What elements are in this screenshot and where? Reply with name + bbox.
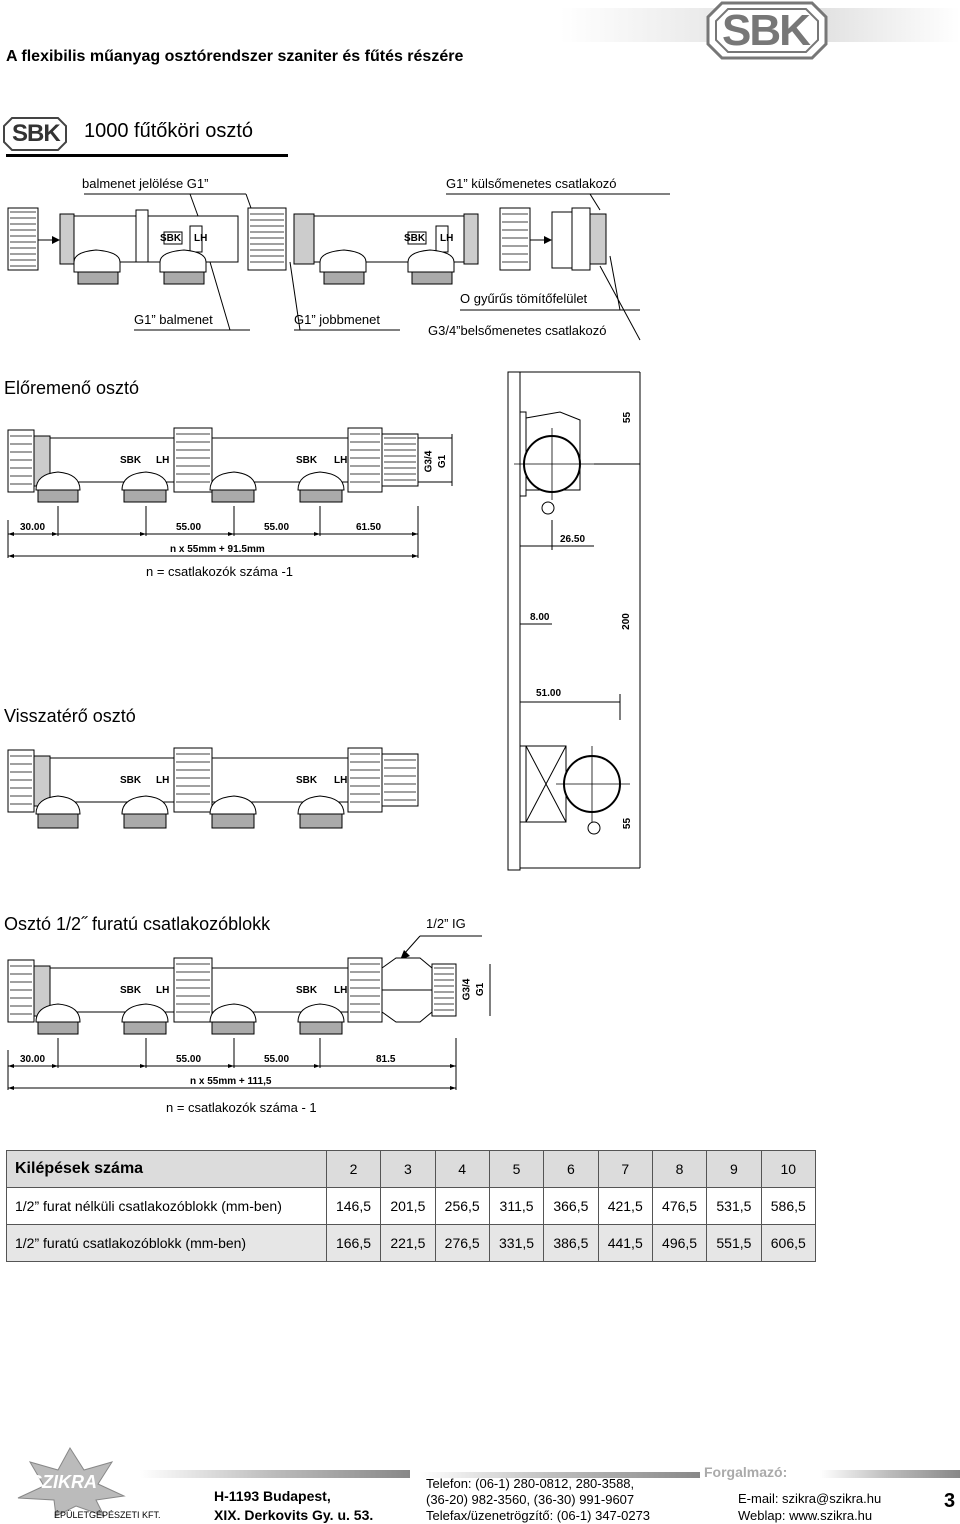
- footer-bar-left: [140, 1470, 410, 1478]
- blokk-formula: n x 55mm + 111,5: [190, 1076, 272, 1087]
- label-balmenet-jelolese: balmenet jelölése G1”: [82, 176, 209, 191]
- footer-web[interactable]: Weblap: www.szikra.hu: [738, 1508, 873, 1523]
- table-cell: 276,5: [434, 1224, 490, 1262]
- blokk-dim-3: 55.00: [264, 1054, 290, 1065]
- footer-email[interactable]: E-mail: szikra@szikra.hu: [738, 1491, 882, 1506]
- footer-forgalmazo: Forgalmazó:: [704, 1464, 788, 1480]
- table-col: 7: [597, 1150, 653, 1188]
- eloremeno-dim-1: 30.00: [20, 522, 46, 533]
- eloremeno-note: n = csatlakozók száma -1: [146, 564, 294, 579]
- blokk-dim-4: 81.5: [376, 1054, 396, 1065]
- table-cell: 146,5: [325, 1187, 382, 1225]
- table-row: 1/2” furat nélküli csatlakozóblokk (mm-b…: [6, 1187, 817, 1225]
- table-cell: 366,5: [543, 1187, 599, 1225]
- eloremeno-mark-lh-1: LH: [156, 455, 170, 466]
- label-g1-kulso: G1” külsőmenetes csatlakozó: [446, 176, 617, 191]
- table-cell: 476,5: [651, 1187, 708, 1225]
- footer-logo-text: SZIKRA: [30, 1472, 97, 1492]
- visszatero-mark-lh-2: LH: [334, 775, 348, 786]
- table-cell: 166,5: [325, 1224, 382, 1262]
- label-g1-balmenet: G1” balmenet: [134, 312, 213, 327]
- blokk-mark-lh-2: LH: [334, 985, 348, 996]
- blokk-title: Osztó 1/2˝ furatú csatlakozóblokk: [4, 914, 271, 934]
- body-mark-lh-1: LH: [194, 233, 208, 244]
- section-title: 1000 fűtőköri osztó: [84, 120, 253, 142]
- side-dim-8-00: 8.00: [530, 612, 550, 623]
- footer-logo-sub: ÉPÜLETGÉPÉSZETI KFT.: [54, 1510, 161, 1520]
- blokk-ig-label: 1/2” IG: [426, 916, 466, 931]
- sbk-logo-text: SBK: [722, 6, 811, 55]
- table-cell: 441,5: [597, 1224, 653, 1262]
- table-cell: 386,5: [543, 1224, 599, 1262]
- section-title-rule: [6, 154, 288, 157]
- page-number: 3: [944, 1490, 956, 1512]
- label-g1-jobbmenet: G1” jobbmenet: [294, 312, 380, 327]
- blokk-mark-sbk-1: SBK: [120, 985, 142, 996]
- table-cell: 496,5: [651, 1224, 708, 1262]
- footer-address-2: XIX. Derkovits Gy. u. 53.: [214, 1507, 374, 1523]
- table-row-label: 1/2” furat nélküli csatlakozóblokk (mm-b…: [6, 1187, 327, 1225]
- side-dim-26-50: 26.50: [560, 534, 586, 545]
- section-sbk-logo: [3, 117, 67, 151]
- blokk-mark-sbk-2: SBK: [296, 985, 318, 996]
- table-header-label: Kilépések száma: [6, 1150, 327, 1188]
- blokk-dim-2: 55.00: [176, 1054, 202, 1065]
- szikra-logo-star: [17, 1447, 126, 1517]
- eloremeno-mark-sbk-1: SBK: [120, 455, 142, 466]
- table-header-row: Kilépések száma 2 3 4 5 6 7 8 9 10: [6, 1150, 817, 1188]
- body-mark-sbk-1: SBK: [160, 233, 182, 244]
- footer-bar-right: [820, 1470, 960, 1478]
- table-cell: 606,5: [760, 1224, 817, 1262]
- eloremeno-dim-2: 55.00: [176, 522, 202, 533]
- side-dim-51-00: 51.00: [536, 688, 562, 699]
- table-col: 3: [380, 1150, 436, 1188]
- table-cell: 531,5: [706, 1187, 762, 1225]
- table-col: 9: [706, 1150, 762, 1188]
- table-col: 8: [651, 1150, 708, 1188]
- visszatero-mark-sbk-2: SBK: [296, 775, 318, 786]
- eloremeno-mark-sbk-2: SBK: [296, 455, 318, 466]
- footer-phone-1: Telefon: (06-1) 280-0812, 280-3588,: [426, 1476, 635, 1491]
- body-mark-sbk-2: SBK: [404, 233, 426, 244]
- visszatero-title: Visszatérő osztó: [4, 706, 136, 726]
- body-mark-lh-2: LH: [440, 233, 454, 244]
- table-col: 6: [543, 1150, 599, 1188]
- eloremeno-mark-lh-2: LH: [334, 455, 348, 466]
- eloremeno-dim-3: 55.00: [264, 522, 290, 533]
- blokk-mark-lh-1: LH: [156, 985, 170, 996]
- label-o-gyurus: O gyűrűs tömítőfelület: [460, 291, 588, 306]
- footer-phone-2: (36-20) 982-3560, (36-30) 991-9607: [426, 1492, 635, 1507]
- footer-bar-middle: [420, 1472, 700, 1478]
- footer-phone-3: Telefax/üzenetrögzítő: (06-1) 347-0273: [426, 1508, 651, 1523]
- eloremeno-formula: n x 55mm + 91.5mm: [170, 544, 265, 555]
- table-cell: 586,5: [760, 1187, 817, 1225]
- visszatero-mark-sbk-1: SBK: [120, 775, 142, 786]
- blokk-dim-1: 30.00: [20, 1054, 46, 1065]
- section-logo-text: SBK: [12, 120, 61, 147]
- spec-table: Kilépések száma 2 3 4 5 6 7 8 9 10 1/2” …: [6, 1150, 817, 1262]
- table-cell: 256,5: [434, 1187, 490, 1225]
- blokk-note: n = csatlakozók száma - 1: [166, 1100, 317, 1115]
- eloremeno-title: Előremenő osztó: [4, 378, 140, 398]
- table-cell: 331,5: [488, 1224, 545, 1262]
- table-cell: 221,5: [380, 1224, 436, 1262]
- table-row: 1/2” furatú csatlakozóblokk (mm-ben) 166…: [6, 1224, 817, 1262]
- table-col: 4: [434, 1150, 490, 1188]
- visszatero-mark-lh-1: LH: [156, 775, 170, 786]
- label-g34-belso: G3/4”belsőmenetes csatlakozó: [428, 323, 607, 338]
- table-row-label: 1/2” furatú csatlakozóblokk (mm-ben): [6, 1224, 327, 1262]
- page-title: A flexibilis műanyag osztórendszer szani…: [6, 48, 464, 65]
- sbk-logo: [706, 1, 828, 60]
- eloremeno-dim-4: 61.50: [356, 522, 382, 533]
- footer-address-1: H-1193 Budapest,: [214, 1488, 331, 1504]
